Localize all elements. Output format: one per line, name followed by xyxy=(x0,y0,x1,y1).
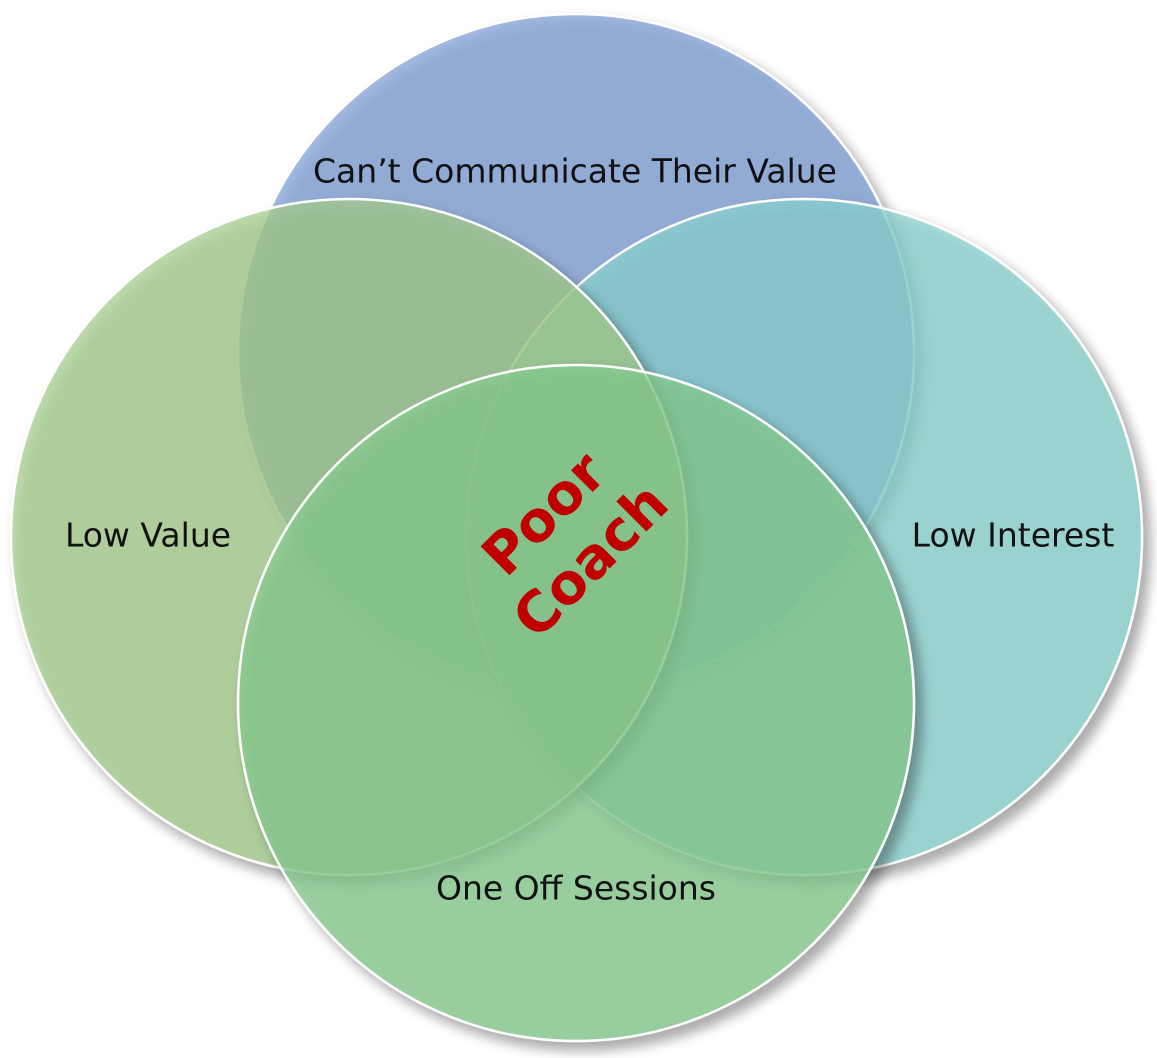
label-bottom: One Off Sessions xyxy=(436,869,716,908)
label-top: Can’t Communicate Their Value xyxy=(313,152,837,191)
circle-bottom xyxy=(236,363,916,1043)
venn-labels: Can’t Communicate Their Value Low Value … xyxy=(65,152,1114,908)
label-right: Low Interest xyxy=(912,516,1115,555)
label-left: Low Value xyxy=(65,516,231,555)
venn-circles xyxy=(9,12,1144,1043)
